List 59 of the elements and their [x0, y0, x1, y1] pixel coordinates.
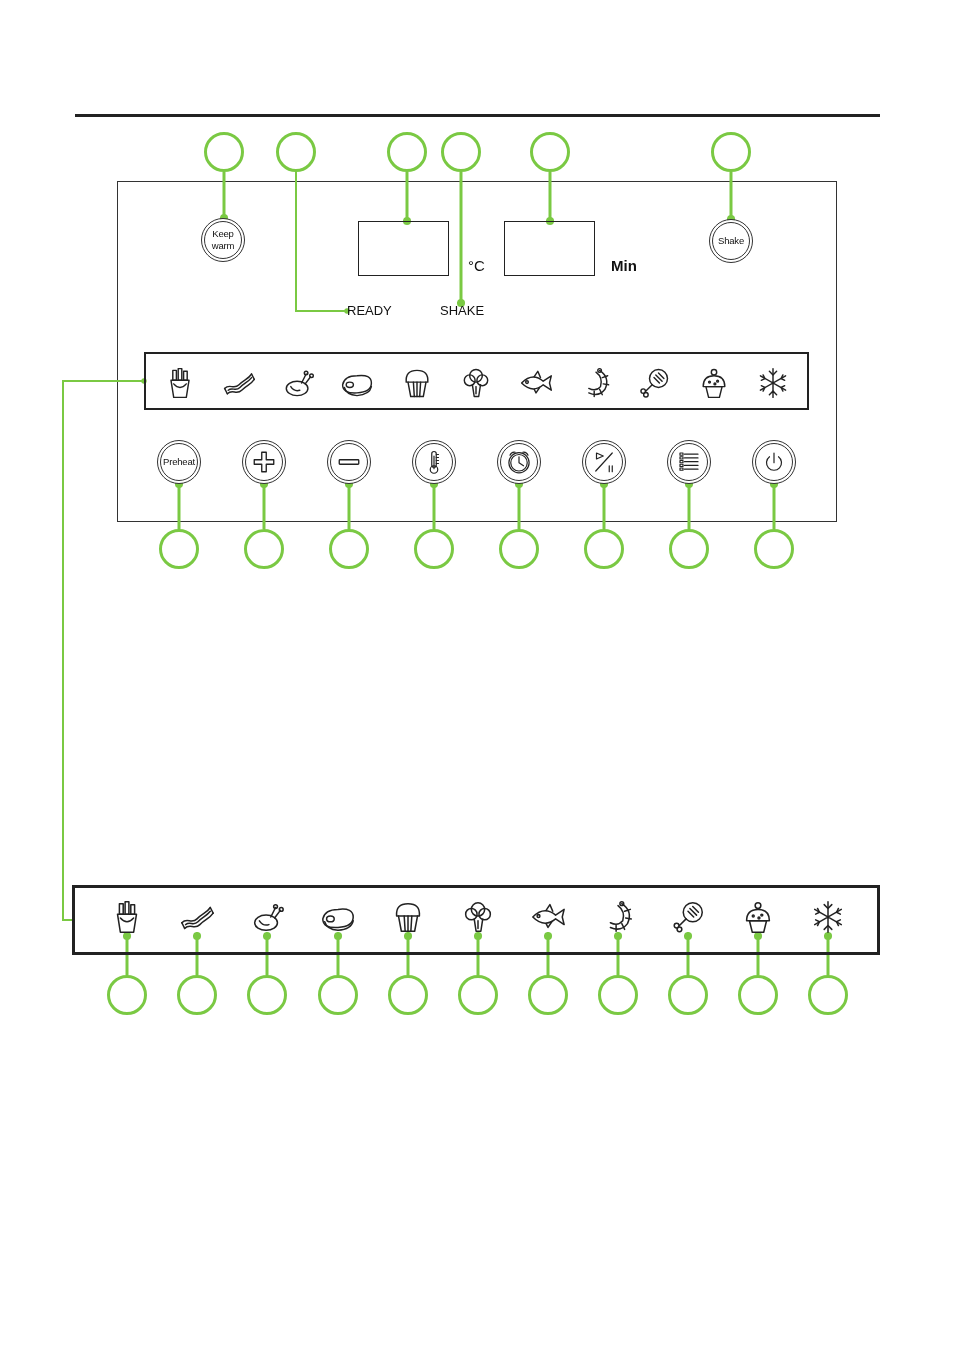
leader-line — [473, 931, 483, 975]
leader-line — [545, 172, 555, 226]
leader-line — [613, 931, 623, 975]
leader-line — [262, 931, 272, 975]
menu-button — [667, 440, 711, 484]
callout-circle — [159, 529, 199, 569]
callout-circle — [387, 132, 427, 172]
leader-line — [62, 378, 147, 921]
leader-line — [403, 931, 413, 975]
callout-circle — [711, 132, 751, 172]
leader-line — [333, 931, 343, 975]
callout-circle — [598, 975, 638, 1015]
callout-circle — [458, 975, 498, 1015]
leader-line — [192, 931, 202, 975]
start-pause-button — [582, 440, 626, 484]
power-button — [752, 440, 796, 484]
callout-circle — [668, 975, 708, 1015]
temperature-button — [412, 440, 456, 484]
temperature-display — [358, 221, 449, 276]
callout-circle — [669, 529, 709, 569]
icon-strip — [72, 885, 880, 955]
plus-button — [242, 440, 286, 484]
keep-warm-button: Keep warm — [201, 218, 245, 262]
preheat-button: Preheat — [157, 440, 201, 484]
time-display — [504, 221, 595, 276]
indicator-label: SHAKE — [440, 303, 485, 319]
callout-circle — [247, 975, 287, 1015]
callout-circle — [499, 529, 539, 569]
callout-circle — [530, 132, 570, 172]
callout-circle — [204, 132, 244, 172]
callout-circle — [441, 132, 481, 172]
callout-circle — [754, 529, 794, 569]
leader-line — [683, 931, 693, 975]
callout-circle — [177, 975, 217, 1015]
timer-button — [497, 440, 541, 484]
leader-line — [456, 172, 466, 308]
minus-button — [327, 440, 371, 484]
callout-circle — [414, 529, 454, 569]
leader-line — [402, 172, 412, 226]
unit-label: °C — [468, 257, 485, 274]
shake-button: Shake — [709, 219, 753, 263]
callout-circle — [318, 975, 358, 1015]
leader-line — [823, 931, 833, 975]
leader-line — [543, 931, 553, 975]
callout-circle — [738, 975, 778, 1015]
callout-circle — [808, 975, 848, 1015]
unit-label: Min — [611, 257, 637, 274]
leader-line — [753, 931, 763, 975]
callout-circle — [388, 975, 428, 1015]
leader-line — [295, 171, 350, 314]
callout-circle — [584, 529, 624, 569]
callout-circle — [528, 975, 568, 1015]
callout-circle — [329, 529, 369, 569]
callout-circle — [244, 529, 284, 569]
indicator-label: READY — [347, 303, 392, 319]
callout-circle — [107, 975, 147, 1015]
callout-circle — [276, 132, 316, 172]
icon-strip — [144, 352, 809, 410]
leader-line — [122, 931, 132, 975]
